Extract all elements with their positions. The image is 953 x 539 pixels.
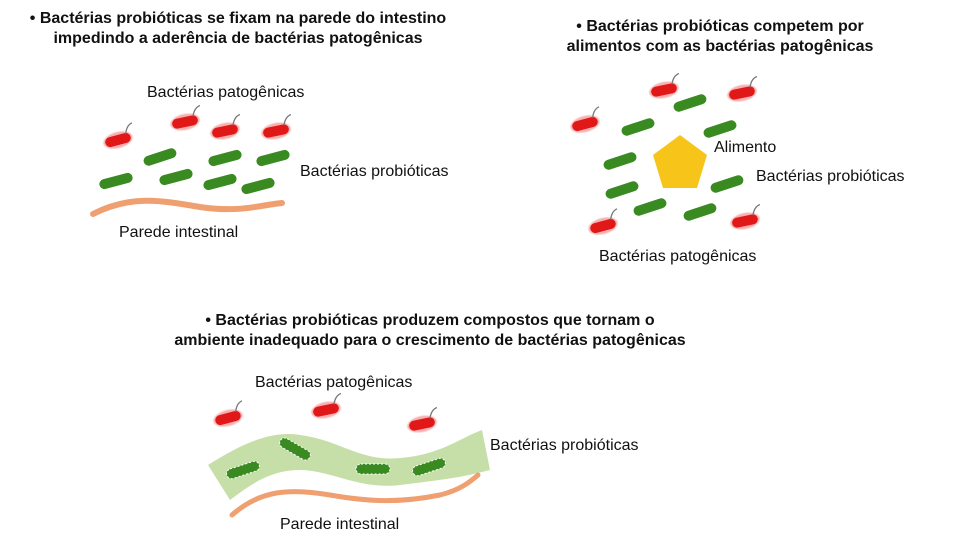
panel2-label-pathogens: Bactérias patogênicas <box>599 248 757 265</box>
panel2-label-food: Alimento <box>714 139 777 156</box>
panel3-title-line1: • Bactérias probióticas produzem compost… <box>205 312 655 329</box>
panel1-label-probiotics: Bactérias probióticas <box>300 163 449 180</box>
panel3-pathogens <box>210 394 441 435</box>
food-pentagon <box>653 135 707 188</box>
panel3-label-probiotics: Bactérias probióticas <box>490 437 639 454</box>
panel3-title-line2: ambiente inadequado para o crescimento d… <box>174 332 686 349</box>
panel2-title-line1: • Bactérias probióticas competem por <box>576 18 864 35</box>
panel2-label-probiotics: Bactérias probióticas <box>756 168 905 185</box>
panel1-title-line2: impedindo a aderência de bactérias patog… <box>53 30 423 47</box>
panel3-title: • Bactérias probióticas produzem compost… <box>140 311 720 351</box>
panel2-title-line2: alimentos com as bactérias patogênicas <box>566 38 874 55</box>
panel1-intestinal-wall <box>90 197 285 217</box>
panel1-label-wall: Parede intestinal <box>119 224 239 241</box>
panel1-pathogens <box>100 106 295 152</box>
panel3-label-pathogens: Bactérias patogênicas <box>255 374 413 391</box>
panel3-compound-layer <box>208 430 490 500</box>
panel1-title: • Bactérias probióticas se fixam na pare… <box>18 9 458 49</box>
panel3-label-wall: Parede intestinal <box>280 516 400 533</box>
panel1-probiotics <box>98 146 291 196</box>
panel1-label-pathogens: Bactérias patogênicas <box>147 84 305 101</box>
panel3-intestinal-wall <box>229 472 481 518</box>
panel1-title-line1: • Bactérias probióticas se fixam na pare… <box>29 10 447 27</box>
panel2-title: • Bactérias probióticas competem por ali… <box>520 17 920 57</box>
